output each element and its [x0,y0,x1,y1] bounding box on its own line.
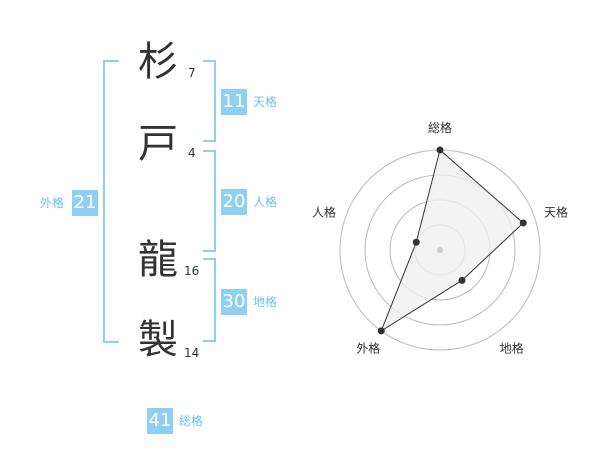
tenkaku-bracket [203,60,216,142]
radar-point-1 [436,146,444,154]
soukaku-value: 41 [147,408,173,434]
name-char-3: 龍 [138,237,178,283]
jinkaku-bracket [203,150,216,252]
tenkaku-value: 11 [221,89,247,115]
tenkaku-label: 天格 [253,95,278,109]
radar-axis-label-2: 天格 [544,204,568,219]
jinkaku-value: 20 [221,189,247,215]
stroke-count-3: 16 [184,264,200,278]
jinkaku-label: 人格 [253,195,278,209]
chikaku-label: 地格 [253,295,278,309]
stroke-count-1: 7 [188,66,196,80]
radar-axis-label-5: 人格 [312,204,336,219]
radar-point-2 [519,219,527,227]
radar-axis-label-3: 地格 [500,341,524,356]
radar-point-4 [377,327,385,335]
name-char-2: 戸 [138,121,178,167]
radar-axis-label-1: 総格 [428,120,452,135]
stroke-count-4: 14 [184,346,200,360]
gaikaku-value: 21 [72,190,98,216]
radar-center-dot [437,247,443,253]
name-char-1: 杉 [138,39,178,85]
gaikaku-bracket [103,60,119,343]
radar-point-5 [412,238,420,246]
soukaku-label: 総格 [179,414,204,428]
radar-area [380,149,524,333]
stroke-count-2: 4 [188,146,196,160]
name-char-4: 製 [138,317,178,363]
radar-point-3 [458,276,466,284]
gaikaku-label: 外格 [40,196,65,210]
radar-axis-label-4: 外格 [356,341,380,356]
chikaku-value: 30 [221,289,247,315]
chikaku-bracket [203,258,216,342]
